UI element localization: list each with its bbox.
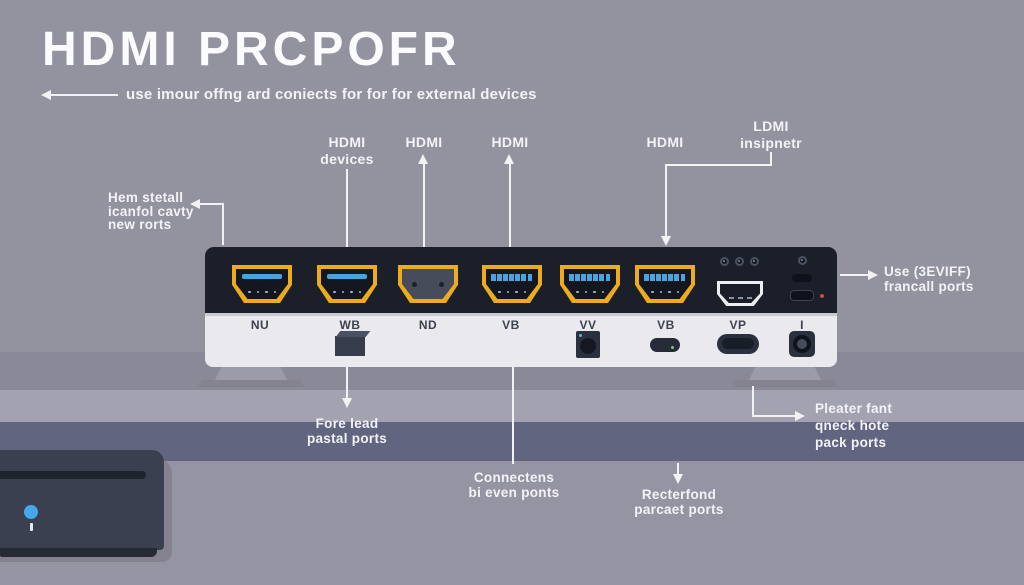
device-foot-right [748,367,822,382]
console-led-tick-icon [30,523,33,531]
hdmi-port-icon-2 [317,265,377,303]
led-indicator-icon-2 [735,257,744,266]
arrow-down-icon-recterfond [673,474,683,484]
hdmi-port-icon-6 [635,265,695,303]
line-ldmi-vertical [665,164,667,238]
line-connectens [512,367,514,464]
port-label-3: ND [418,318,438,332]
line-hdmi-devices [346,169,348,247]
arrow-right-icon-note [868,270,878,280]
label-ldmi: LDMI insipnetr [740,118,802,151]
arrow-up-icon-2 [504,154,514,164]
port-label-5: VV [579,318,597,332]
label-left-note: Hem stetall icanfol cavty new rorts [108,190,194,232]
usb-port-icon-1 [792,274,812,282]
line-hdmi-up-1 [423,163,425,247]
device-foot-left-base [198,380,304,387]
disc-slot-icon [0,471,146,479]
label-hdmi-1: HDMI [405,134,443,150]
line-hdmi-up-2 [509,163,511,247]
line-left-note-vertical [222,203,224,245]
line-left-note-horizontal [199,203,224,205]
label-hdmi-devices: HDMI devices [320,134,374,167]
port-label-8: I [800,318,804,332]
page-title: HDMI PRCPOFR [42,23,461,76]
title-arrow-line [50,94,118,96]
led-indicator-icon-4 [798,256,807,265]
label-pleater: Pleater fant qneck hote pack ports [815,401,893,450]
label-fore-lead: Fore lead pastal ports [306,416,388,446]
title-arrow-left-icon [41,90,51,100]
hdmi-port-icon-4 [482,265,542,303]
arrow-right-icon-pleater [795,411,805,421]
usb-slot-icon [650,338,680,352]
port-label-4: VB [502,318,520,332]
power-jack-icon [789,331,815,357]
usb-port-icon-2 [790,290,814,301]
port-label-1: NU [250,318,270,332]
line-pleater-horizontal [752,415,797,417]
line-right-note [840,274,870,276]
label-connectens: Connectens bi even ponts [468,470,560,500]
line-pleater-vertical [752,386,754,417]
device-foot-left [214,367,288,382]
arrow-left-icon-note [190,199,200,209]
arrow-up-icon-1 [418,154,428,164]
arrow-down-icon-ldmi [661,236,671,246]
device-foot-right-base [732,380,838,387]
switch-box-icon [335,336,365,356]
port-label-7: VP [729,318,747,332]
arrow-down-icon-fore-lead [342,398,352,408]
port-label-2: WB [339,318,361,332]
port-label-6: VB [657,318,675,332]
optical-port-icon [576,331,600,358]
console-base [0,548,157,557]
label-hdmi-2: HDMI [491,134,529,150]
line-recterfond [677,463,679,476]
led-indicator-icon-1 [720,257,729,266]
label-recterfond: Recterfond parcaet ports [634,487,724,517]
device-rear-panel [205,247,837,313]
console-device [0,450,164,557]
hdmi-port-outline-icon [717,281,763,306]
line-ldmi-horizontal [665,164,772,166]
red-led-icon [820,294,824,298]
hdmi-out-icon [717,334,759,354]
label-hdmi-3: HDMI [646,134,684,150]
hdmi-port-icon-5 [560,265,620,303]
line-ldmi-stub [770,152,772,166]
console-power-led-icon [24,505,38,519]
hdmi-port-icon-3 [398,265,458,303]
line-fore-lead [346,367,348,400]
label-right-note: Use (3EVIFF) francall ports [884,264,974,294]
hdmi-port-icon-1 [232,265,292,303]
led-indicator-icon-3 [750,257,759,266]
page-subtitle: use imour offng ard coniects for for for… [126,86,537,103]
